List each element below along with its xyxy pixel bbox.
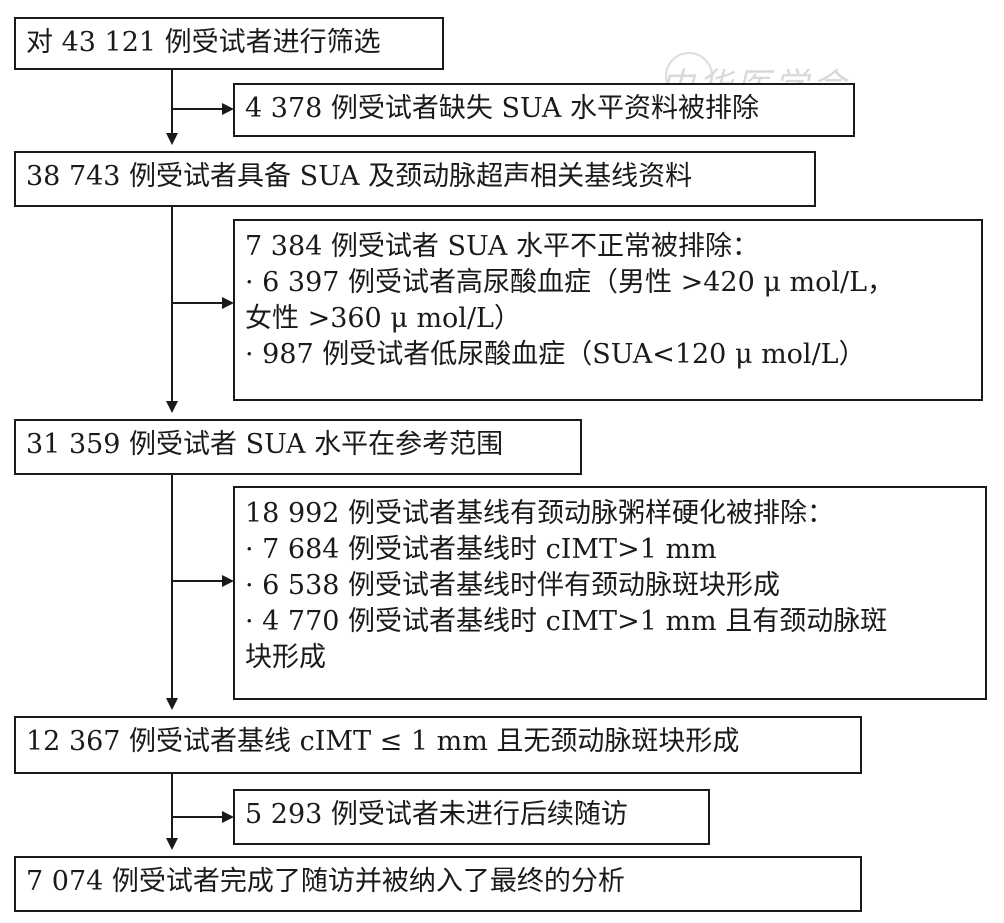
node-excl-abnormal-sua: 7 384 例受试者 SUA 水平不正常被排除： · 6 397 例受试者高尿酸… <box>233 219 983 401</box>
node-no-plaque-text: 12 367 例受试者基线 cIMT ≤ 1 mm 且无颈动脉斑块形成 <box>26 726 740 757</box>
node-excl-abnormal-sua-line-2: · 6 397 例受试者高尿酸血症（男性 >420 μ mol/L， <box>245 267 895 298</box>
node-excl-athero-line-4: · 4 770 例受试者基线时 cIMT>1 mm 且有颈动脉斑 <box>245 606 888 637</box>
node-excl-abnormal-sua-line-1: 7 384 例受试者 SUA 水平不正常被排除： <box>245 231 759 262</box>
node-no-plaque: 12 367 例受试者基线 cIMT ≤ 1 mm 且无颈动脉斑块形成 <box>14 716 862 774</box>
node-screened: 对 43 121 例受试者进行筛选 <box>14 17 444 70</box>
node-sua-in-range: 31 359 例受试者 SUA 水平在参考范围 <box>14 419 582 475</box>
node-excl-athero-line-5: 块形成 <box>245 642 326 673</box>
node-with-baseline: 38 743 例受试者具备 SUA 及颈动脉超声相关基线资料 <box>14 151 816 207</box>
node-final-analysis-text: 7 074 例受试者完成了随访并被纳入了最终的分析 <box>26 866 625 897</box>
node-with-baseline-text: 38 743 例受试者具备 SUA 及颈动脉超声相关基线资料 <box>26 161 693 192</box>
node-final-analysis: 7 074 例受试者完成了随访并被纳入了最终的分析 <box>14 856 862 912</box>
node-excl-missing-sua: 4 378 例受试者缺失 SUA 水平资料被排除 <box>233 83 855 137</box>
node-excl-athero-line-3: · 6 538 例受试者基线时伴有颈动脉斑块形成 <box>245 570 781 601</box>
node-excl-lost-followup: 5 293 例受试者未进行后续随访 <box>233 789 710 845</box>
node-excl-athero-line-2: · 7 684 例受试者基线时 cIMT>1 mm <box>245 534 717 565</box>
node-screened-text: 对 43 121 例受试者进行筛选 <box>26 27 381 58</box>
node-excl-missing-sua-text: 4 378 例受试者缺失 SUA 水平资料被排除 <box>245 93 759 124</box>
node-excl-abnormal-sua-line-3: 女性 >360 μ mol/L） <box>245 303 521 334</box>
node-excl-atherosclerosis: 18 992 例受试者基线有颈动脉粥样硬化被排除： · 7 684 例受试者基线… <box>233 486 987 700</box>
node-excl-abnormal-sua-line-4: · 987 例受试者低尿酸血症（SUA<120 μ mol/L） <box>245 339 866 370</box>
node-excl-lost-followup-text: 5 293 例受试者未进行后续随访 <box>245 799 628 830</box>
node-sua-in-range-text: 31 359 例受试者 SUA 水平在参考范围 <box>26 429 504 460</box>
node-excl-athero-line-1: 18 992 例受试者基线有颈动脉粥样硬化被排除： <box>245 498 835 529</box>
